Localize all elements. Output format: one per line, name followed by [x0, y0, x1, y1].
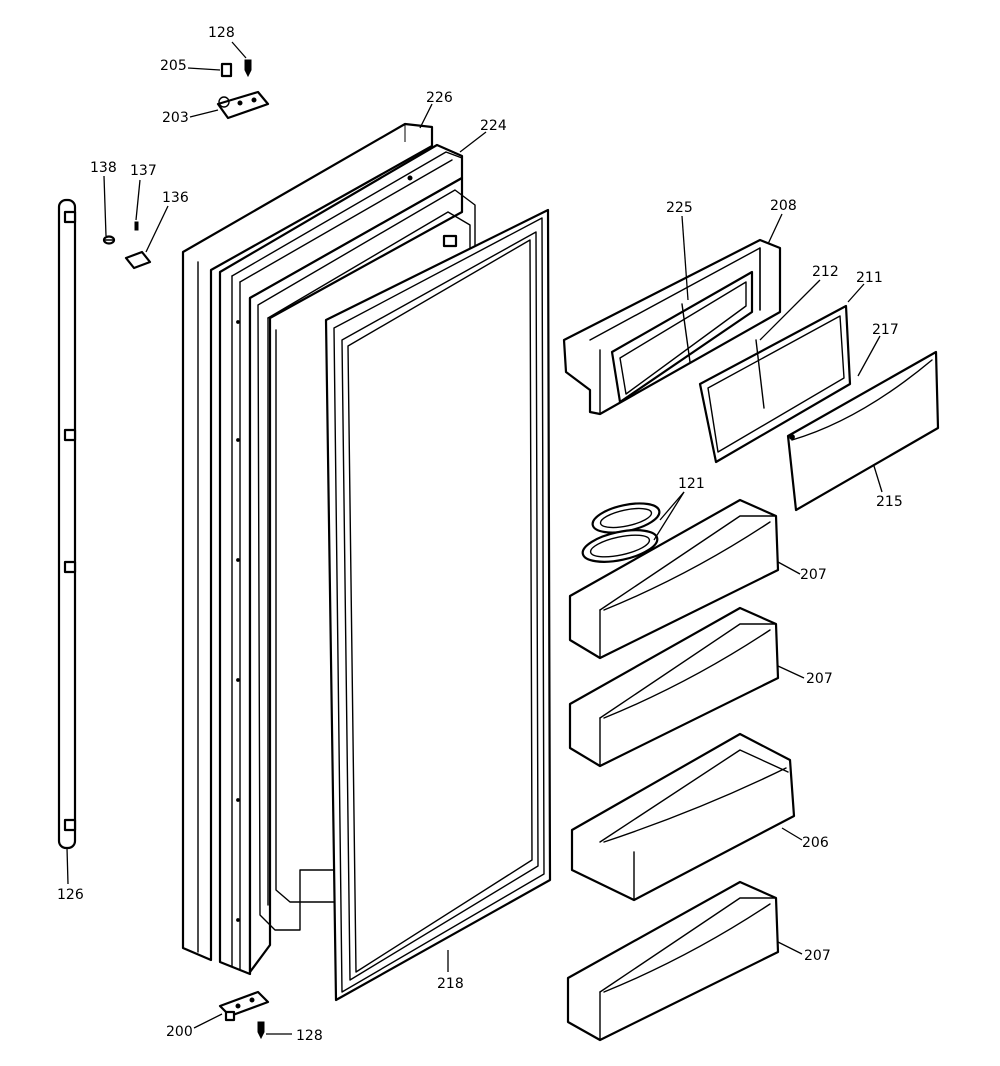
callout-207-bin-2: 207: [806, 671, 833, 687]
dairy-door-frame: [698, 304, 852, 464]
callout-137: 137: [130, 163, 157, 179]
callout-205: 205: [160, 58, 187, 74]
dairy-door-cover: [786, 350, 940, 512]
callout-207-bin-1: 207: [800, 567, 827, 583]
callout-136: 136: [162, 190, 189, 206]
callout-206: 206: [802, 835, 829, 851]
callout-217: 217: [872, 322, 899, 338]
callout-215: 215: [876, 494, 903, 510]
callout-128-bottom: 128: [296, 1028, 323, 1044]
callout-208: 208: [770, 198, 797, 214]
callout-218: 218: [437, 976, 464, 992]
callout-226: 226: [426, 90, 453, 106]
callout-128-top: 128: [208, 25, 235, 41]
callout-207-bin-4: 207: [804, 948, 831, 964]
callout-200: 200: [166, 1024, 193, 1040]
door-bin-3: [570, 732, 796, 902]
top-hinge: [216, 59, 270, 120]
leader-lines: [66, 41, 883, 1035]
callout-212: 212: [812, 264, 839, 280]
callout-121: 121: [678, 476, 705, 492]
egg-trays: [581, 502, 661, 563]
callout-126: 126: [57, 887, 84, 903]
dairy-compartment: [562, 238, 782, 416]
callout-224: 224: [480, 118, 507, 134]
callout-labels: 128 205 203 226 224 138 137 136 225 208 …: [57, 25, 903, 1044]
callout-138: 138: [90, 160, 117, 176]
door-bin-4: [566, 880, 780, 1042]
callout-203: 203: [162, 110, 189, 126]
callout-225: 225: [666, 200, 693, 216]
door-gasket: [324, 208, 552, 1002]
bottom-hinge: [218, 990, 270, 1040]
callout-211: 211: [856, 270, 883, 286]
door-outer-panel: [181, 122, 434, 962]
handle-hardware: [102, 221, 152, 270]
door-bin-2: [568, 606, 780, 768]
door-bin-1: [568, 498, 780, 660]
handle-rod: [57, 198, 77, 850]
